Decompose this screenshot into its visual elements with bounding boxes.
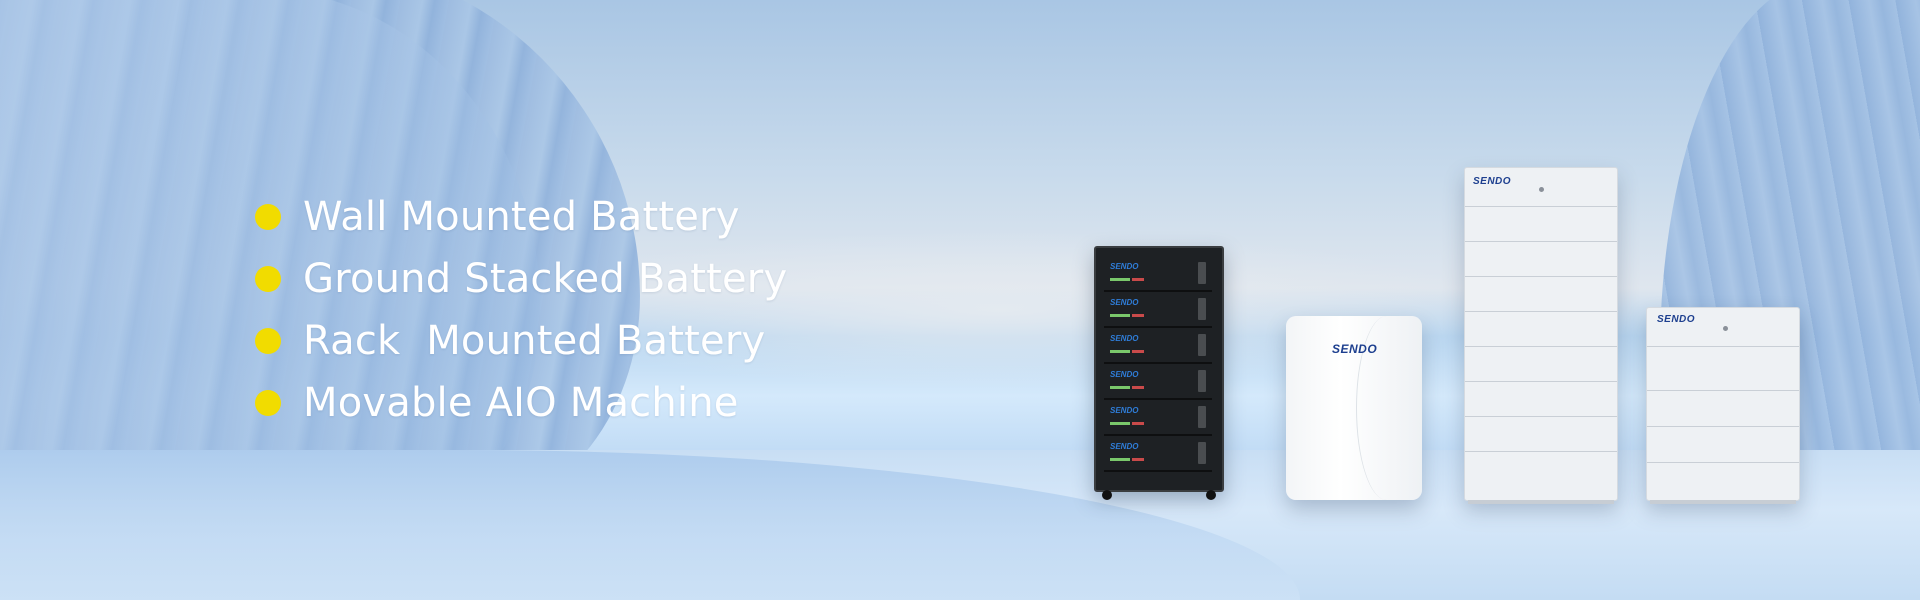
rack-module: SENDO <box>1104 294 1212 328</box>
tier-divider <box>1465 241 1617 242</box>
feature-item: Wall Mounted Battery <box>255 186 787 248</box>
rack-brand-label: SENDO <box>1110 442 1139 451</box>
rack-brand-label: SENDO <box>1110 334 1139 343</box>
tier-divider <box>1647 462 1799 463</box>
bullet-dot-icon <box>255 204 281 230</box>
led-indicator <box>1110 422 1130 425</box>
wheel-icon <box>1102 490 1112 500</box>
rack-module: SENDO <box>1104 366 1212 400</box>
wall-brand-label: SENDO <box>1332 342 1378 356</box>
rack-port <box>1198 442 1206 464</box>
feature-label: Movable AIO Machine <box>303 380 739 426</box>
rack-brand-label: SENDO <box>1110 298 1139 307</box>
tier-divider <box>1465 381 1617 382</box>
feature-label: Ground Stacked Battery <box>303 256 788 302</box>
rack-module: SENDO <box>1104 330 1212 364</box>
stacked-battery-small-image: SENDO <box>1646 307 1800 504</box>
stack-base <box>1650 500 1796 504</box>
rack-module: SENDO <box>1104 402 1212 436</box>
wall-battery-image: SENDO <box>1286 316 1422 500</box>
left-wave-highlight <box>0 0 540 510</box>
rack-module: SENDO <box>1104 258 1212 292</box>
feature-list: Wall Mounted Battery Ground Stacked Batt… <box>255 186 787 434</box>
rack-port <box>1198 334 1206 356</box>
led-indicator <box>1132 314 1144 317</box>
led-indicator <box>1132 350 1144 353</box>
tier-divider <box>1465 416 1617 417</box>
led-indicator <box>1110 386 1130 389</box>
led-indicator <box>1110 314 1130 317</box>
stacked-battery-image: SENDO <box>1464 167 1618 504</box>
rack-module: SENDO <box>1104 438 1212 472</box>
bullet-dot-icon <box>255 266 281 292</box>
led-indicator <box>1132 278 1144 281</box>
led-indicator <box>1110 350 1130 353</box>
rack-brand-label: SENDO <box>1110 406 1139 415</box>
stack-base <box>1468 500 1614 504</box>
tier-divider <box>1465 206 1617 207</box>
tier-divider <box>1647 390 1799 391</box>
wall-battery-curve <box>1356 316 1417 500</box>
rack-port <box>1198 262 1206 284</box>
tier-divider <box>1647 346 1799 347</box>
bullet-dot-icon <box>255 390 281 416</box>
tier-divider <box>1465 276 1617 277</box>
led-indicator <box>1132 422 1144 425</box>
tier-divider <box>1465 311 1617 312</box>
tier-divider <box>1465 346 1617 347</box>
feature-item: Ground Stacked Battery <box>255 248 787 310</box>
feature-item: Rack Mounted Battery <box>255 310 787 372</box>
rack-battery-image: SENDO SENDO SENDO SENDO SENDO SENDO <box>1094 246 1224 500</box>
feature-item: Movable AIO Machine <box>255 372 787 434</box>
rack-port <box>1198 298 1206 320</box>
led-indicator <box>1132 458 1144 461</box>
rack-brand-label: SENDO <box>1110 262 1139 271</box>
rack-brand-label: SENDO <box>1110 370 1139 379</box>
feature-label: Wall Mounted Battery <box>303 194 740 240</box>
led-indicator <box>1110 458 1130 461</box>
wheel-icon <box>1206 490 1216 500</box>
power-button-icon <box>1539 187 1544 192</box>
stack-brand-label: SENDO <box>1473 176 1512 187</box>
feature-label: Rack Mounted Battery <box>303 318 766 364</box>
tier-divider <box>1647 426 1799 427</box>
led-indicator <box>1110 278 1130 281</box>
rack-port <box>1198 406 1206 428</box>
led-indicator <box>1132 386 1144 389</box>
bullet-dot-icon <box>255 328 281 354</box>
power-button-icon <box>1723 326 1728 331</box>
tier-divider <box>1465 451 1617 452</box>
stack-small-brand-label: SENDO <box>1657 314 1696 325</box>
rack-port <box>1198 370 1206 392</box>
